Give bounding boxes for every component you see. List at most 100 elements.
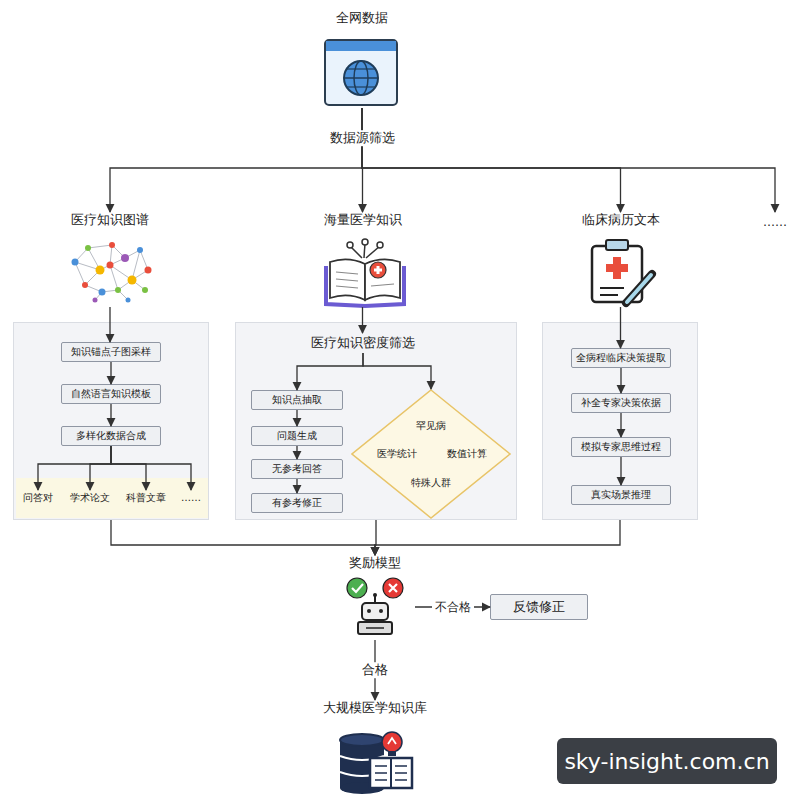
node-text: …… [763,215,787,229]
connector-arrow [110,362,111,384]
knowledge-graph-icon-part [82,282,88,288]
book-icon-part [365,259,400,300]
book-icon-part [347,242,353,248]
connector-arrow [111,446,146,490]
globe-window-icon-part [344,77,378,79]
clipboard-icon-part [600,287,624,289]
connector-arrow [111,446,191,490]
connector-arrow [620,413,621,437]
clipboard-icon-part [626,274,652,303]
panel-heading: 医疗知识密度筛选 [288,333,438,353]
clipboard-icon-part [627,275,651,302]
knowledge-graph-icon-part [121,254,129,262]
connector-arrow [109,307,110,342]
node-text: 海量医学知识 [324,212,402,228]
database-icon-part [375,765,387,767]
connector-arrow [361,108,363,212]
knowledge-graph-icon-part [115,287,121,293]
database-icon-part [388,751,396,756]
source-type-node: 海量医学知识 [305,212,420,307]
book-icon-part [377,266,380,274]
knowledge-graph-icon-part [110,265,118,290]
node-text: 真实场景推理 [591,489,651,501]
node-text: 科普文章 [126,492,166,504]
node-text: 知识锚点子图采样 [71,346,151,358]
connector-arrow [375,520,376,555]
book-icon-part [362,239,368,245]
connector-arrow [362,108,775,212]
edge-label: 数据源筛选 [327,130,398,146]
node-text: 罕见病 [416,420,446,432]
knowledge-graph-icon-part [99,289,106,296]
connector-arrow [111,520,375,555]
connector-arrow [620,307,621,348]
node-text: 临床病历文本 [582,212,660,228]
connector-arrow [374,640,375,700]
process-box: 自然语言知识模板 [61,384,161,404]
knowledge-graph-icon-part [93,298,98,303]
book-icon-part [330,259,365,300]
clipboard-icon [592,240,652,303]
node-text: 医疗知识图谱 [71,212,149,228]
node-text: 反馈修正 [513,599,565,615]
connector-arrow [297,353,363,390]
connector-arrow [415,606,490,607]
knowledge-graph-icon-part [109,242,115,248]
process-box: 真实场景推理 [571,485,671,505]
process-box: 全病程临床决策提取 [571,348,671,368]
process-box: 知识锚点子图采样 [61,342,161,362]
pipeline-panel: 知识锚点子图采样自然语言知识模板多样化数据合成问答对学术论文科普文章…… [13,322,209,520]
edge-label: 合格 [359,662,391,678]
connector-arrow [110,108,362,212]
node-text: 大规模医学知识库 [323,700,427,716]
node-text: 全网数据 [336,10,388,26]
robot-icon-part [362,603,388,620]
connector-arrow [620,368,621,393]
robot-icon-part [347,578,367,598]
knowledge-graph-icon-part [88,245,112,248]
pipeline-panel: 全病程临床决策提取补全专家决策依据模拟专家思维过程真实场景推理 [542,322,698,520]
globe-window-icon-part [326,41,396,51]
robot-icon-part [373,593,377,597]
knowledge-base-node: 大规模医学知识库 [310,700,440,795]
knowledge-graph-icon-part [145,267,152,274]
source-type-node: 临床病历文本 [563,212,678,307]
database-icon-part [395,765,407,767]
database-icon-part [375,772,387,774]
decision-diamond: 罕见病医学统计数值计算特殊人群 [351,389,511,519]
connector-arrow [296,479,297,493]
knowledge-graph-icon [72,242,152,303]
connector-arrow [38,446,111,490]
process-box: 模拟专家思维过程 [571,437,671,457]
reward-model-node: 奖励模型 [335,555,415,640]
node-text: 知识点抽取 [272,394,322,406]
globe-window-icon-part [344,61,378,95]
knowledge-graph-icon-part [126,298,131,303]
node-text: 奖励模型 [349,555,401,571]
process-box: 有参考修正 [251,493,343,513]
book-icon-part [377,242,383,248]
process-box: 问题生成 [251,426,343,446]
node-text: 有参考修正 [272,497,322,509]
diamond-shape [352,390,510,518]
connector-arrow [110,404,111,426]
node-text: 全病程临床决策提取 [576,352,666,364]
book-icon [326,239,404,306]
watermark: sky-insight.com.cn [557,738,777,784]
knowledge-graph-icon-part [85,245,91,251]
node-text: 无参考回答 [272,463,322,475]
connector-arrow [90,446,111,490]
knowledge-graph-icon-part [72,259,79,266]
process-box: 知识点抽取 [251,390,343,410]
robot-icon-part [379,609,383,613]
source-type-node: 医疗知识图谱 [55,212,165,307]
database-icon-part [388,738,396,744]
node-text: 多样化数据合成 [76,430,146,442]
book-icon-part [336,286,358,288]
node-text: 数值计算 [447,448,487,460]
clipboard-icon-part [613,257,621,279]
knowledge-graph-icon-part [142,287,148,293]
node-text: 模拟专家思维过程 [581,441,661,453]
